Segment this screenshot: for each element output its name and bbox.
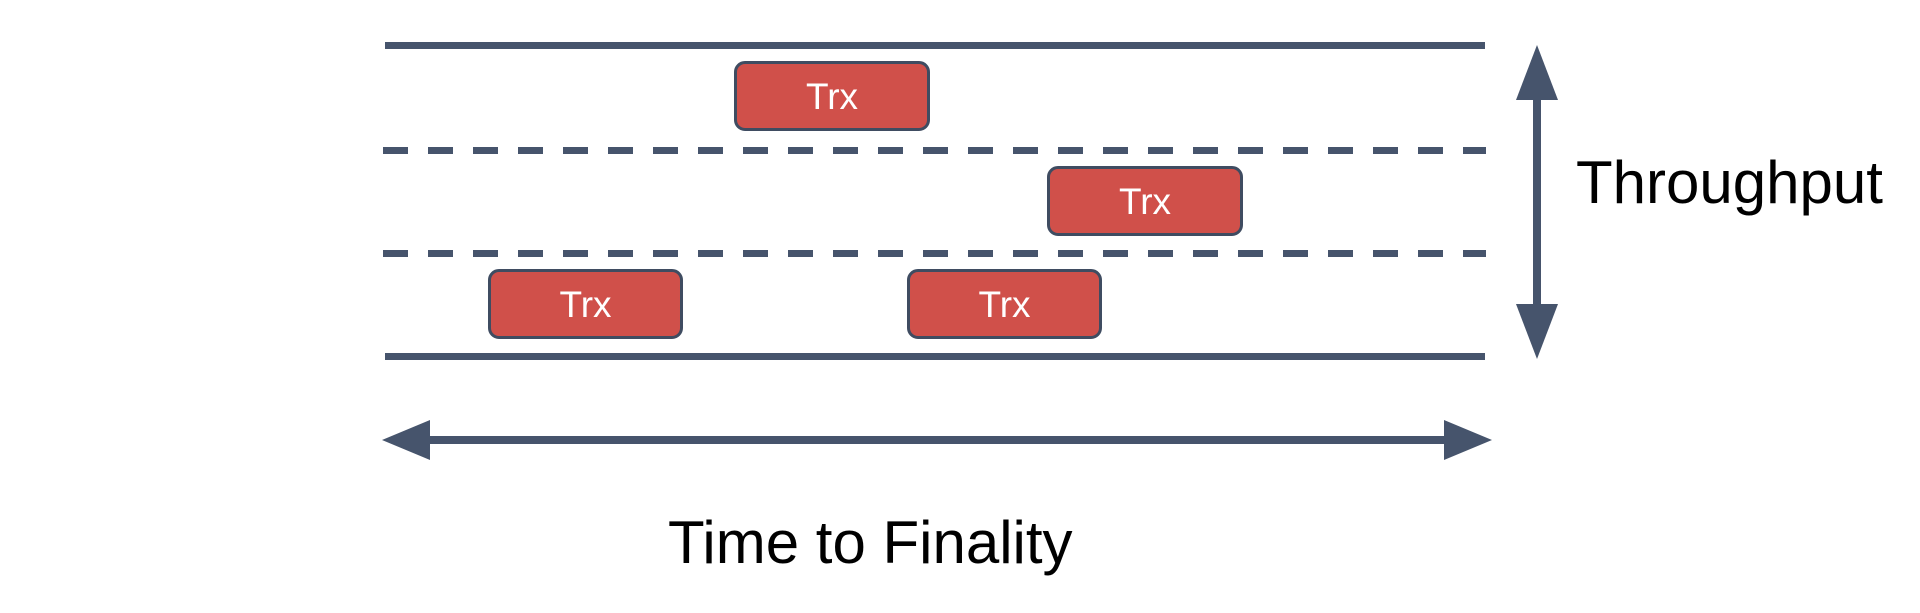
arrow-left-icon bbox=[382, 420, 430, 460]
lane-divider-2 bbox=[383, 250, 1486, 257]
transaction-label: Trx bbox=[1118, 180, 1172, 222]
lane-divider-1 bbox=[383, 147, 1486, 154]
transaction-box-bottom-lane-left: Trx bbox=[488, 269, 683, 339]
arrow-up-icon bbox=[1516, 45, 1558, 100]
transaction-label: Trx bbox=[978, 283, 1031, 325]
transaction-box-middle-lane: Trx bbox=[1047, 166, 1243, 236]
transaction-label: Trx bbox=[559, 283, 612, 325]
throughput-double-arrow bbox=[1516, 45, 1558, 359]
transaction-label: Trx bbox=[805, 75, 859, 117]
throughput-axis-label: Throughput bbox=[1576, 149, 1883, 216]
time-to-finality-axis-label: Time to Finality bbox=[668, 509, 1073, 576]
road-bottom-edge bbox=[385, 353, 1485, 360]
arrow-down-icon bbox=[1516, 304, 1558, 359]
arrow-right-icon bbox=[1444, 420, 1492, 460]
transaction-box-top-lane: Trx bbox=[734, 61, 930, 131]
road-top-edge bbox=[385, 42, 1485, 49]
transaction-box-bottom-lane-right: Trx bbox=[907, 269, 1102, 339]
time-to-finality-double-arrow bbox=[382, 420, 1492, 460]
